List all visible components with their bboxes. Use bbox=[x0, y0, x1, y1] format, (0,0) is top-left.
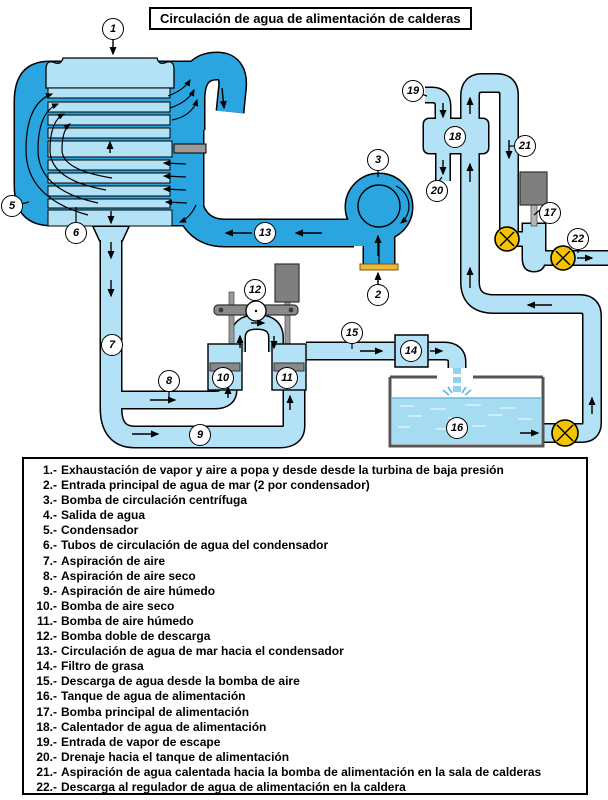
beam-bolt-left bbox=[218, 307, 224, 313]
callout-12: 12 bbox=[244, 279, 266, 301]
callout-14: 14 bbox=[400, 340, 422, 362]
legend-item: 18.-Calentador de agua de alimentación bbox=[36, 719, 267, 734]
legend-item: 19.-Entrada de vapor de escape bbox=[36, 734, 221, 749]
splash bbox=[442, 386, 472, 396]
diagram-canvas: 1 2 3 5 6 7 8 9 10 11 12 13 14 15 16 17 … bbox=[1, 18, 608, 449]
callout-10: 10 bbox=[212, 367, 234, 389]
tank-to-heater-pipe bbox=[461, 74, 601, 442]
legend-item: 10.-Bomba de aire seco bbox=[36, 598, 175, 613]
pump-impeller bbox=[357, 184, 401, 228]
legend-item: 14.-Filtro de grasa bbox=[36, 659, 144, 674]
condenser-flow-lines bbox=[25, 78, 199, 223]
callout-19: 19 bbox=[402, 80, 424, 102]
callout-3: 3 bbox=[367, 149, 389, 171]
callout-6: 6 bbox=[65, 222, 87, 244]
legend-item: 17.-Bomba principal de alimentación bbox=[36, 704, 250, 719]
legend-item: 22.-Descarga al regulador de agua de ali… bbox=[36, 779, 406, 794]
inlet-flange bbox=[359, 263, 399, 271]
legend-item: 4.-Salida de agua bbox=[42, 508, 146, 523]
callout-20: 20 bbox=[426, 180, 448, 202]
legend-item: 5.-Condensador bbox=[42, 523, 139, 538]
callout-18: 18 bbox=[444, 126, 466, 148]
legend-item: 13.-Circulación de agua de mar hacia el … bbox=[36, 644, 344, 659]
condenser-bottom-flange bbox=[94, 227, 128, 240]
condenser-divider-plate bbox=[173, 143, 207, 154]
filter-outlet-pipe bbox=[420, 343, 465, 368]
beam-bolt-right bbox=[288, 307, 294, 313]
feed-pump-group bbox=[519, 171, 548, 227]
legend-box: 1.-Exhaustación de vapor y aire a popa y… bbox=[22, 457, 588, 795]
legend-item: 1.-Exhaustación de vapor y aire a popa y… bbox=[42, 463, 504, 477]
legend-item: 3.-Bomba de circulación centrífuga bbox=[42, 493, 248, 508]
legend-item: 11.-Bomba de aire húmedo bbox=[36, 613, 194, 628]
flow-arrows bbox=[106, 40, 596, 438]
callout-2: 2 bbox=[367, 284, 389, 306]
legend-item: 12.-Bomba doble de descarga bbox=[36, 629, 211, 644]
callout-17: 17 bbox=[539, 202, 561, 224]
feed-tank bbox=[388, 368, 545, 448]
valve-icon bbox=[550, 245, 576, 271]
steam-inlet-neck bbox=[45, 57, 175, 89]
callout-7: 7 bbox=[101, 334, 123, 356]
legend-item: 21.-Aspiración de agua calentada hacia l… bbox=[36, 764, 542, 779]
legend-item: 6.-Tubos de circulación de agua del cond… bbox=[42, 538, 329, 553]
valves bbox=[494, 226, 579, 447]
callout-15: 15 bbox=[341, 322, 363, 344]
feed-pump-body bbox=[523, 224, 545, 271]
feed-pump-motor bbox=[519, 171, 548, 206]
callout-1: 1 bbox=[102, 18, 124, 40]
water-outlet-pipe bbox=[178, 52, 246, 130]
callout-22: 22 bbox=[567, 228, 589, 250]
legend-item: 2.-Entrada principal de agua de mar (2 p… bbox=[42, 478, 370, 493]
legend-item: 9.-Aspiración de aire húmedo bbox=[42, 583, 216, 598]
callout-13: 13 bbox=[254, 222, 276, 244]
callout-8: 8 bbox=[158, 370, 180, 392]
callout-16: 16 bbox=[446, 417, 468, 439]
legend-item: 20.-Drenaje hacia el tanque de alimentac… bbox=[36, 749, 290, 764]
impeller-rotation-arrow bbox=[395, 185, 410, 224]
callout-11: 11 bbox=[276, 367, 298, 389]
pump-motor bbox=[274, 263, 300, 303]
sea-water-pipe-13 bbox=[173, 179, 364, 246]
pump-arch-pipe bbox=[231, 315, 283, 352]
condenser-tubes bbox=[47, 87, 173, 227]
legend-item: 7.-Aspiración de aire bbox=[42, 553, 166, 568]
piping-schematic bbox=[13, 40, 608, 449]
diagram-title: Circulación de agua de alimentación de c… bbox=[149, 7, 472, 30]
legend-item: 16.-Tanque de agua de alimentación bbox=[36, 689, 246, 704]
callout-9: 9 bbox=[189, 424, 211, 446]
legend-item: 15.-Descarga de agua desde la bomba de a… bbox=[36, 674, 300, 689]
callout-21: 21 bbox=[514, 135, 536, 157]
valve-icon bbox=[494, 226, 520, 252]
callout-5: 5 bbox=[1, 195, 23, 217]
valve-icon bbox=[551, 419, 579, 447]
legend-item: 8.-Aspiración de aire seco bbox=[42, 568, 196, 583]
